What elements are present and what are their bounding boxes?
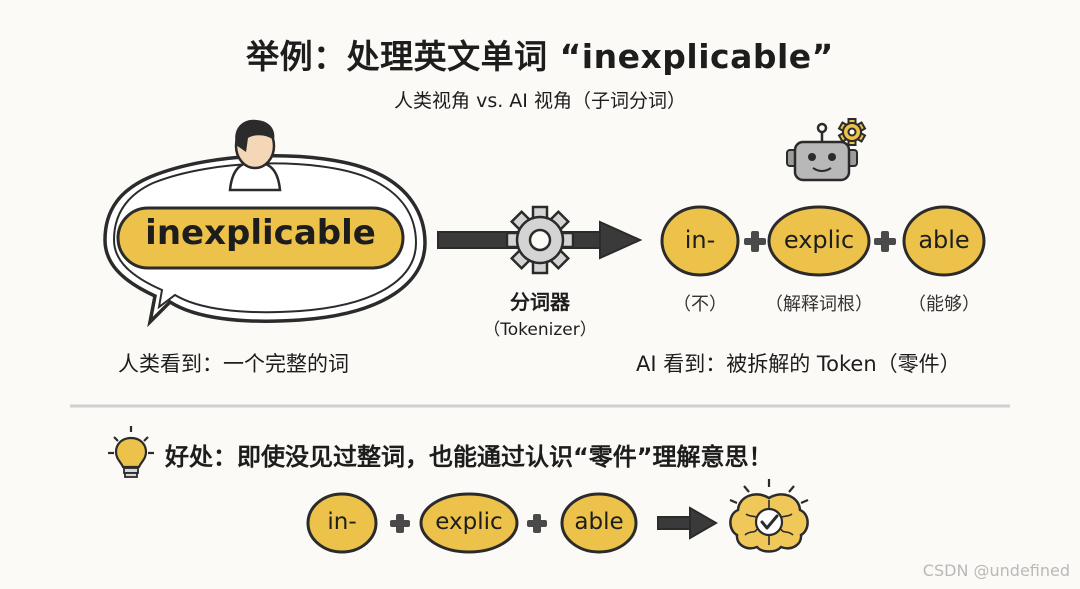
checkmark-icon — [754, 507, 784, 537]
ai-caption: AI 看到：被拆解的 Token（零件） — [636, 352, 961, 376]
token-note-able: （能够） — [908, 294, 980, 315]
bottom-plus-icon — [390, 514, 547, 533]
plus-icon — [744, 231, 896, 252]
token-note-explic: （解释词根） — [765, 294, 873, 315]
bottom-token-text-explic: explic — [435, 509, 503, 535]
bottom-token-text-able: able — [574, 509, 624, 535]
token-text-in: in- — [684, 226, 716, 254]
word-pill — [116, 206, 405, 270]
token-pill-explic — [767, 205, 871, 277]
token-text-able: able — [918, 226, 970, 254]
robot-icon — [786, 122, 858, 182]
bottom-pill-explic — [419, 492, 519, 554]
watermark: CSDN @undefined — [922, 561, 1070, 580]
bottom-pill-able — [560, 492, 638, 554]
token-pill-able — [902, 205, 986, 277]
tokenizer-label: 分词器 — [510, 290, 570, 314]
token-pill-in — [660, 205, 740, 277]
benefit-text: 好处：即使没见过整词，也能通过认识“零件”理解意思！ — [165, 443, 773, 471]
token-text-explic: explic — [783, 226, 855, 254]
ai-token-pills — [660, 205, 986, 277]
lightbulb-icon — [108, 426, 154, 478]
page-title: 举例：处理英文单词 “inexplicable” — [246, 37, 834, 76]
small-gear-icon — [837, 118, 867, 146]
person-icon — [228, 119, 282, 192]
brain-icon — [729, 479, 809, 553]
bottom-token-text-in: in- — [327, 509, 357, 535]
human-caption: 人类看到：一个完整的词 — [118, 352, 349, 376]
bottom-pill-in — [306, 492, 378, 554]
gear-icon — [505, 205, 575, 275]
arrow-icon — [657, 506, 719, 540]
speech-bubble — [103, 154, 427, 328]
page-subtitle: 人类视角 vs. AI 视角（子词分词） — [394, 90, 686, 112]
token-note-in: （不） — [673, 294, 727, 315]
tokenizer-sublabel: （Tokenizer） — [483, 320, 597, 340]
human-word: inexplicable — [145, 213, 376, 253]
bottom-token-pills — [306, 492, 638, 554]
